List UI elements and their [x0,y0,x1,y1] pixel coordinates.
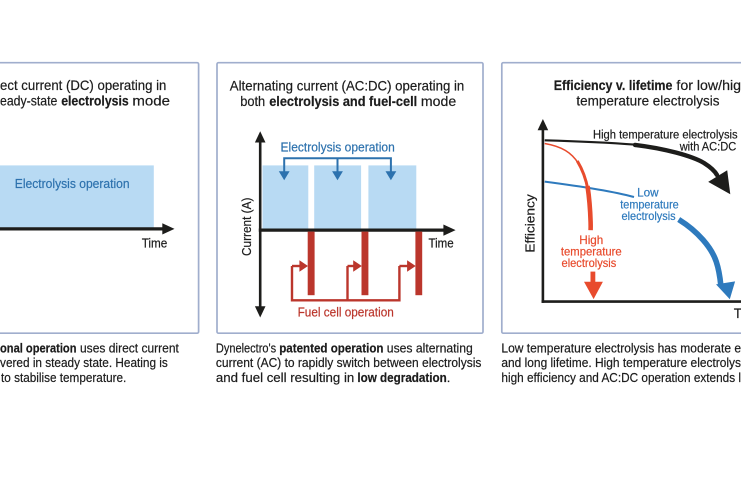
svg-text:Efficiency: Efficiency [523,194,538,253]
svg-text:steady-state: steady-state [0,93,58,108]
svg-text:with AC:DC: with AC:DC [679,139,736,153]
svg-text:Time: Time [734,306,741,321]
svg-text:Conventional operation: Conventional operation [0,340,77,355]
svg-text:current (AC) to rapidly switch: current (AC) to rapidly switch between e… [216,355,482,370]
svg-text:uses alternating: uses alternating [387,340,473,355]
svg-text:low degradation: low degradation [357,370,447,385]
svg-text:mode: mode [421,94,457,109]
svg-text:electrolysis and fuel-cell: electrolysis and fuel-cell [269,94,417,109]
svg-text:Direct current (DC) operating: Direct current (DC) operating in [0,78,166,93]
svg-text:and long lifetime. High temper: and long lifetime. High temperature elec… [501,355,741,370]
svg-text:temperature: temperature [620,199,678,212]
svg-text:Alternating current (AC:DC) op: Alternating current (AC:DC) operating in [230,78,464,93]
svg-text:temperature electrolysis: temperature electrolysis [576,94,719,109]
svg-text:electrolysis: electrolysis [562,257,617,270]
svg-text:Electrolysis operation: Electrolysis operation [15,176,130,191]
svg-text:electrolysis: electrolysis [61,93,129,108]
svg-text:.: . [447,370,451,385]
svg-text:Time: Time [142,236,168,251]
svg-text:Electrolysis operation: Electrolysis operation [281,140,395,155]
svg-text:delivered in steady state. Hea: delivered in steady state. Heating is [0,355,168,370]
svg-text:Fuel cell operation: Fuel cell operation [298,304,394,319]
svg-text:patented operation: patented operation [279,340,383,355]
svg-text:High: High [579,234,603,247]
svg-text:Time: Time [429,235,454,250]
svg-text:and fuel cell resulting in: and fuel cell resulting in [216,370,354,385]
svg-text:both: both [240,94,265,109]
svg-text:High temperature electrolysis: High temperature electrolysis [593,127,738,141]
svg-text:Current (A): Current (A) [239,198,254,256]
svg-text:high efficiency and AC:DC oper: high efficiency and AC:DC operation exte… [501,370,741,385]
svg-text:uses direct current: uses direct current [80,340,179,355]
svg-text:Dynelectro's: Dynelectro's [216,340,276,355]
svg-text:for low/high: for low/high [676,78,741,93]
svg-text:Low temperature electrolysis h: Low temperature electrolysis has moderat… [501,340,741,355]
svg-text:Efficiency v. lifetime: Efficiency v. lifetime [554,78,673,93]
svg-text:temperature: temperature [561,245,622,258]
svg-text:mode: mode [132,93,170,108]
svg-text:electrolysis: electrolysis [622,210,676,223]
svg-text:Low: Low [637,186,659,199]
svg-text:used to stabilise temperature.: used to stabilise temperature. [0,370,126,385]
